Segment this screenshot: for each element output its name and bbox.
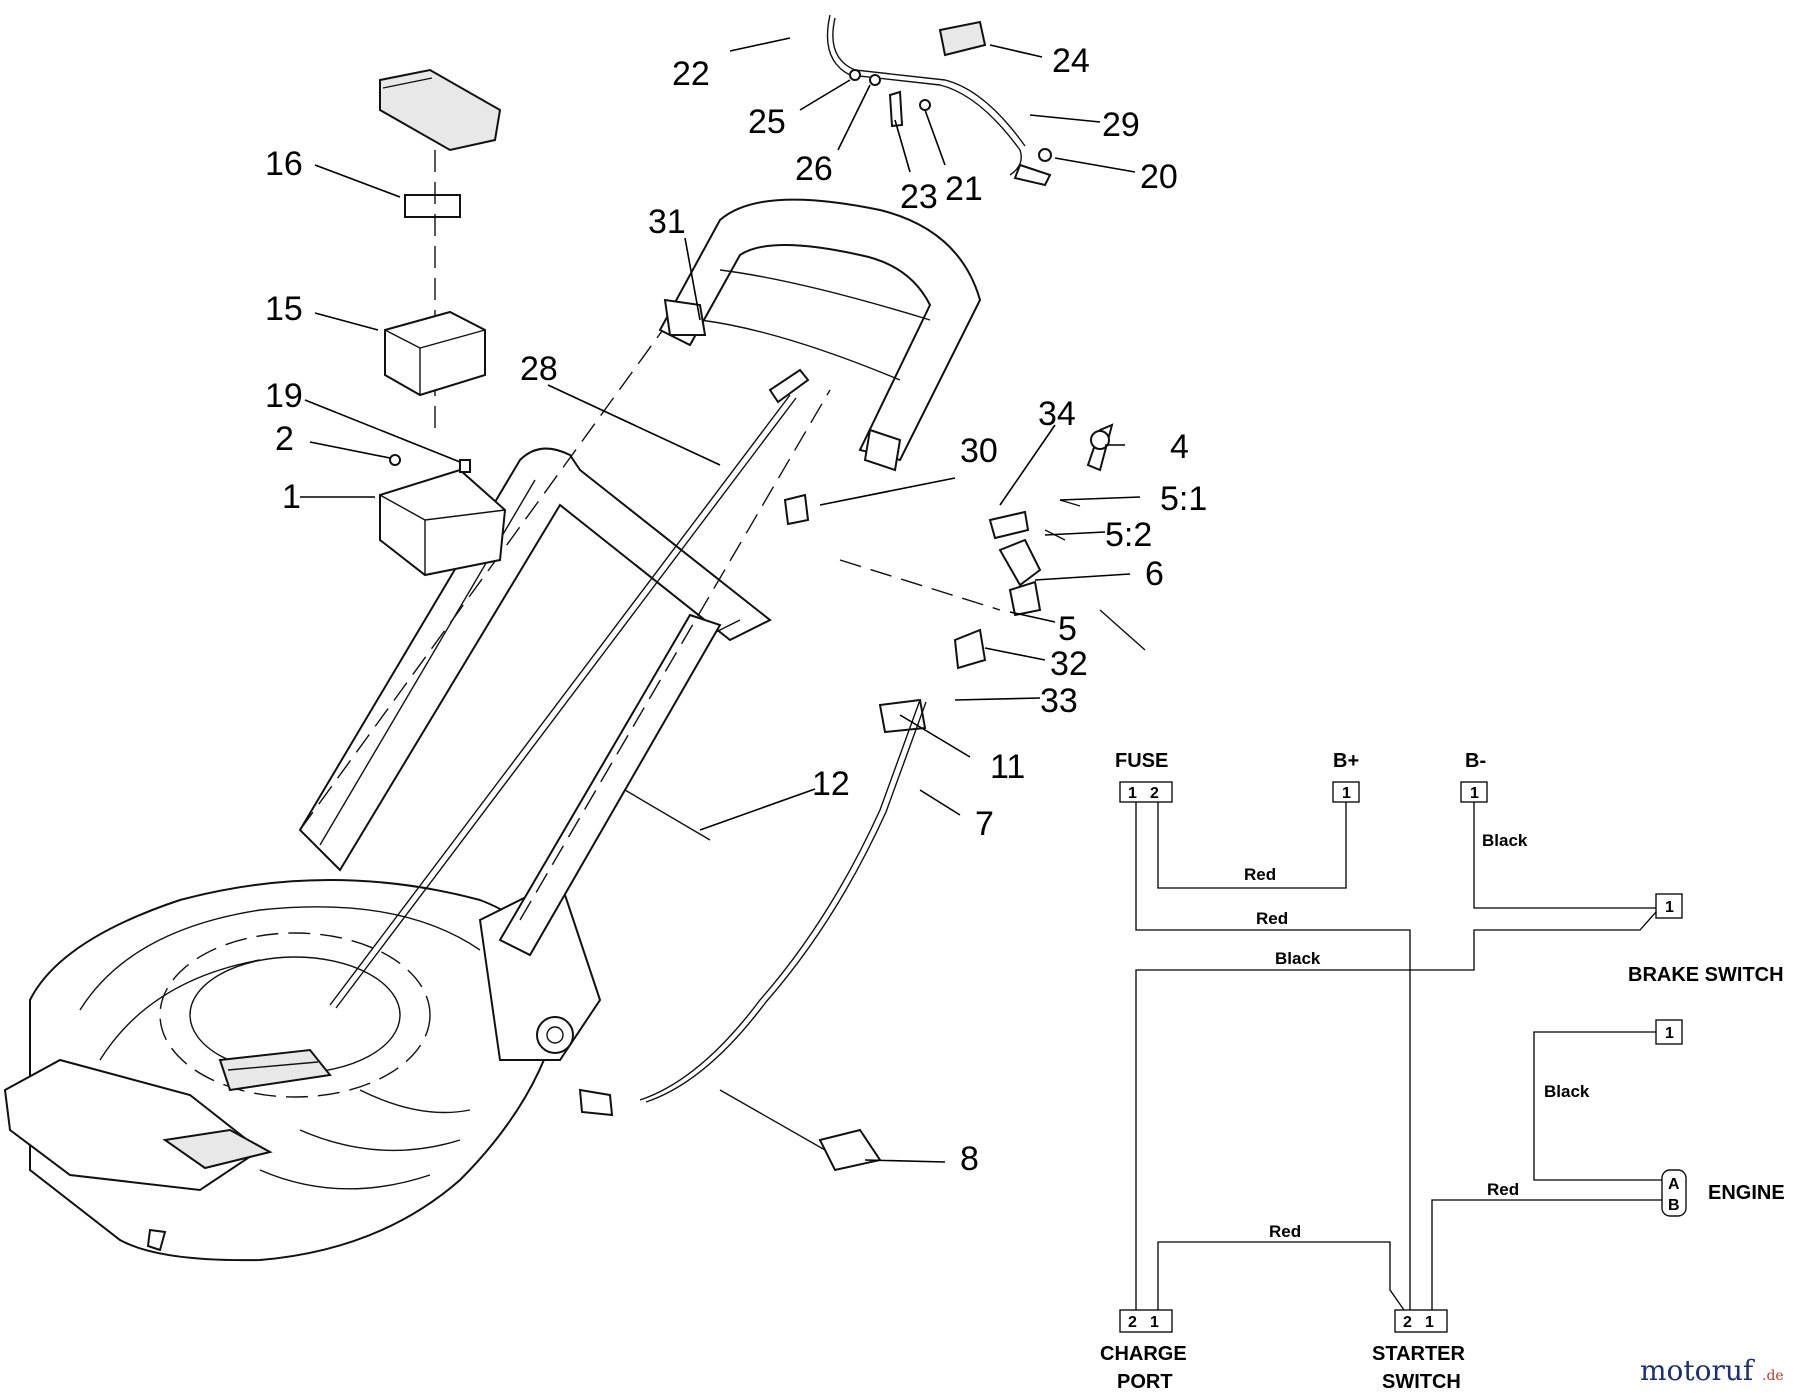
callout-7: 7 xyxy=(975,805,994,843)
lower-handle xyxy=(298,319,831,957)
callout-22: 22 xyxy=(672,55,710,93)
wire-fuse-starter xyxy=(1135,802,1411,1310)
wiring-diagram: FUSE B+ B- BRAKE SWITCH ENGINE CHARGE PO… xyxy=(1100,750,1785,1393)
switch-assembly xyxy=(624,423,1146,1172)
starter-switch-connector xyxy=(1394,1309,1448,1333)
wire-label-black-bminus: Black xyxy=(1482,831,1528,850)
wire-label-red-charge-starter: Red xyxy=(1269,1222,1301,1241)
wire-engine-starter xyxy=(1431,1199,1662,1310)
engine-pin-b: B xyxy=(1668,1197,1680,1214)
charge-pin-1: 1 xyxy=(1150,1314,1159,1331)
engine-pin-a: A xyxy=(1668,1176,1680,1193)
wire-label-red-engine-starter: Red xyxy=(1487,1180,1519,1199)
wire-fuse-bplus xyxy=(1157,802,1347,889)
callout-28: 28 xyxy=(520,350,558,388)
callout-30: 30 xyxy=(960,432,998,470)
callout-8: 8 xyxy=(960,1140,979,1178)
callout-26: 26 xyxy=(795,150,833,188)
wire-label-black-brake-charge: Black xyxy=(1275,949,1321,968)
label-charge-port-line2: PORT xyxy=(1117,1371,1173,1393)
callout-15: 15 xyxy=(265,290,303,328)
callout-34: 34 xyxy=(1038,395,1076,433)
label-starter-switch-line1: STARTER xyxy=(1372,1343,1466,1365)
callout-5-1: 5:1 xyxy=(1160,480,1207,518)
callout-33: 33 xyxy=(1040,682,1078,720)
fuse-pin-2: 2 xyxy=(1150,785,1159,802)
wire-label-red-fuse-bplus: Red xyxy=(1244,865,1276,884)
callout-24: 24 xyxy=(1052,42,1090,80)
wire-bminus-brake xyxy=(1473,802,1656,909)
callout-32: 32 xyxy=(1050,645,1088,683)
engine-connector xyxy=(1661,1169,1687,1217)
callout-20: 20 xyxy=(1140,158,1178,196)
leader-lines xyxy=(300,37,1141,1163)
watermark-suffix: .de xyxy=(1762,1368,1784,1384)
charge-port-connector xyxy=(1119,1309,1173,1333)
watermark: motoruf .de xyxy=(1640,1354,1784,1387)
wire-label-red-fuse-starter: Red xyxy=(1256,909,1288,928)
engine-top-pin-1: 1 xyxy=(1665,1025,1674,1042)
starter-pin-1: 1 xyxy=(1425,1314,1434,1331)
label-brake-switch: BRAKE SWITCH xyxy=(1628,964,1784,986)
label-engine: ENGINE xyxy=(1708,1182,1785,1204)
label-b-plus: B+ xyxy=(1333,750,1359,772)
brake-switch-connector xyxy=(1655,893,1683,919)
battery-parts xyxy=(379,68,507,577)
bminus-pin-1: 1 xyxy=(1470,785,1479,802)
bplus-pin-1: 1 xyxy=(1342,785,1351,802)
callout-25: 25 xyxy=(748,103,786,141)
wire-engine-top xyxy=(1533,1031,1662,1181)
callout-16: 16 xyxy=(265,145,303,183)
callout-23: 23 xyxy=(900,178,938,216)
bail-lever xyxy=(826,14,1052,187)
label-b-minus: B- xyxy=(1465,750,1486,772)
callout-12: 12 xyxy=(812,765,850,803)
fuse-connector xyxy=(1119,781,1173,803)
callout-2: 2 xyxy=(275,420,294,458)
callout-5-2: 5:2 xyxy=(1105,516,1152,554)
wire-label-black-engine: Black xyxy=(1544,1082,1590,1101)
charge-pin-2: 2 xyxy=(1128,1314,1137,1331)
upper-handle xyxy=(658,198,982,472)
wire-charge-starter xyxy=(1157,1241,1405,1311)
cable-28 xyxy=(329,368,810,1009)
callout-1: 1 xyxy=(282,478,301,516)
callout-29: 29 xyxy=(1102,106,1140,144)
fuse-pin-1: 1 xyxy=(1128,785,1137,802)
callout-31: 31 xyxy=(648,203,686,241)
label-fuse: FUSE xyxy=(1115,750,1168,772)
callout-11: 11 xyxy=(990,748,1025,786)
callout-numbers: 16 15 19 2 1 31 28 30 34 4 5:1 5:2 6 5 3… xyxy=(265,42,1207,1178)
starter-pin-2: 2 xyxy=(1403,1314,1412,1331)
watermark-main: motoruf xyxy=(1640,1354,1756,1387)
label-starter-switch-line2: SWITCH xyxy=(1382,1371,1461,1393)
mower-deck xyxy=(3,878,614,1262)
callout-19: 19 xyxy=(265,377,303,415)
callout-6: 6 xyxy=(1145,555,1164,593)
callout-21: 21 xyxy=(945,170,983,208)
label-charge-port-line1: CHARGE xyxy=(1100,1343,1187,1365)
callout-5: 5 xyxy=(1058,610,1077,648)
callout-4: 4 xyxy=(1170,428,1189,466)
brake-pin-1: 1 xyxy=(1665,899,1674,916)
wire-brake-charge xyxy=(1135,911,1657,1310)
